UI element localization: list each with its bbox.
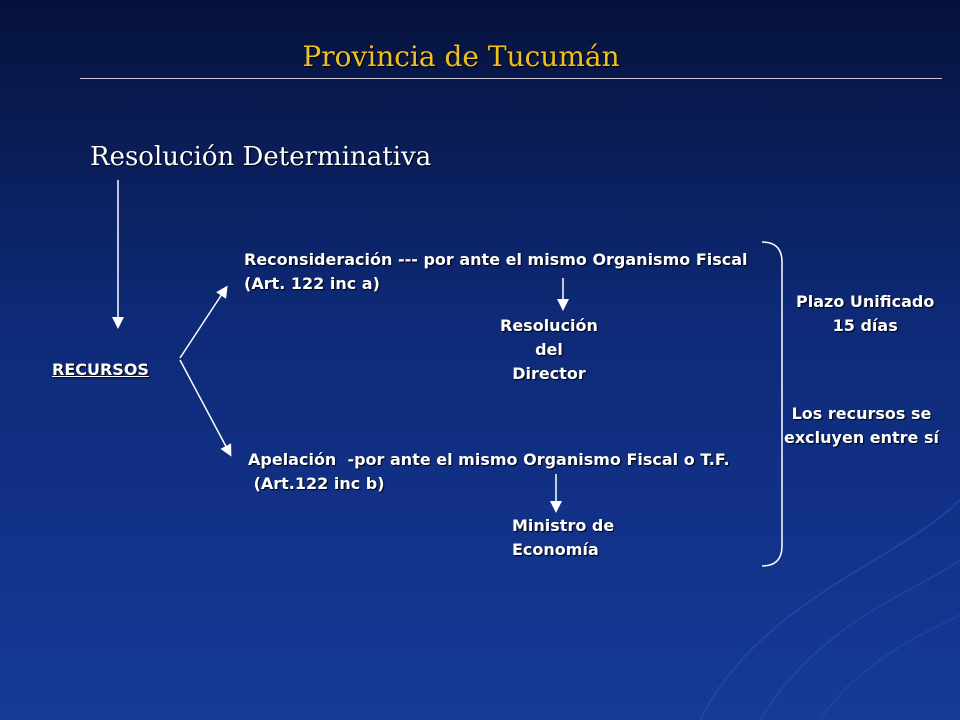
plazo-unificado-text: Plazo Unificado 15 días: [796, 292, 935, 335]
recursos-label: RECURSOS: [52, 360, 149, 379]
apelacion-text: Apelación -por ante el mismo Organismo F…: [248, 450, 730, 493]
arrow-to-apelacion: [179, 359, 232, 457]
header-divider: [80, 78, 942, 79]
right-bracket: [761, 241, 783, 567]
resolucion-director-text: Resolución del Director: [500, 316, 598, 383]
recursos-excluyen-text: Los recursos se excluyen entre sí: [784, 404, 939, 447]
slide-title: Resolución Determinativa: [90, 142, 432, 172]
ministro-text: Ministro de Economía: [512, 516, 615, 559]
reconsideracion-text: Reconsideración --- por ante el mismo Or…: [244, 250, 748, 293]
arrow-to-reconsideracion: [179, 285, 228, 359]
header-title: Provincia de Tucumán: [302, 40, 620, 73]
